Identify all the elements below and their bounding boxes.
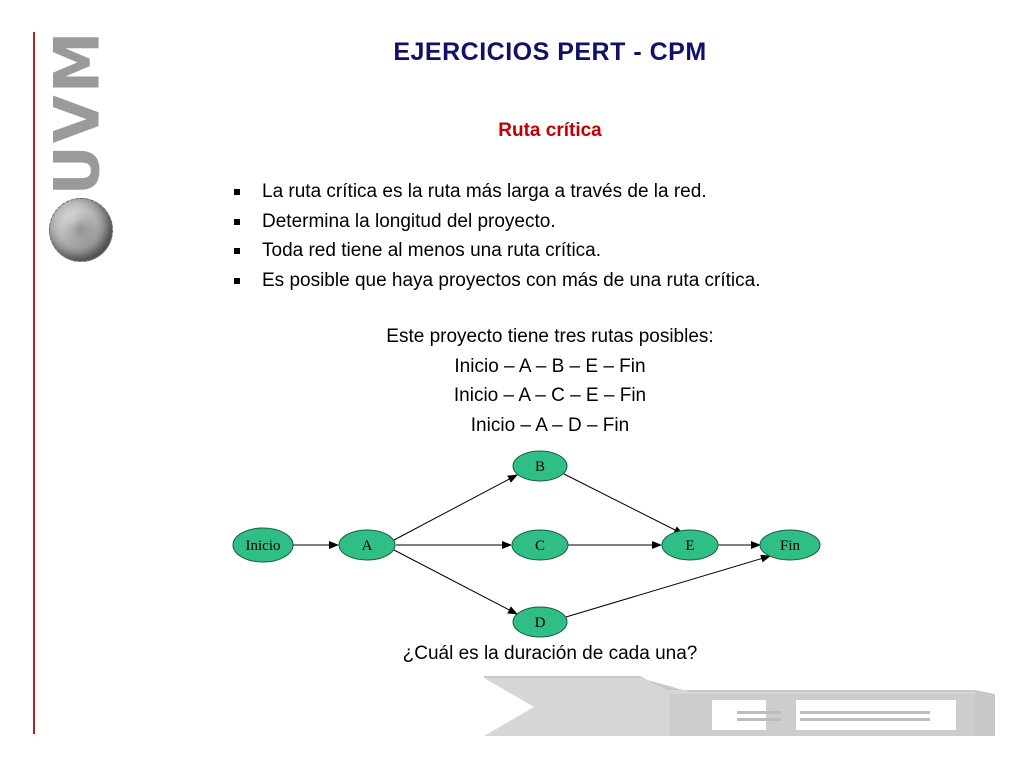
edge-a-d bbox=[393, 549, 518, 615]
node-c-label: C bbox=[535, 538, 545, 554]
node-e: E bbox=[661, 529, 719, 561]
node-fin: Fin bbox=[759, 529, 821, 561]
node-a: A bbox=[338, 529, 396, 561]
edge-b-e bbox=[563, 473, 684, 535]
node-b-label: B bbox=[535, 459, 545, 475]
node-fin-label: Fin bbox=[780, 538, 801, 554]
bullet-item: Toda red tiene al menos una ruta crítica… bbox=[232, 236, 761, 266]
bullet-item: La ruta crítica es la ruta más larga a t… bbox=[232, 177, 761, 207]
globe-icon bbox=[49, 198, 113, 262]
node-inicio: Inicio bbox=[232, 527, 294, 563]
route-item: Inicio – A – C – E – Fin bbox=[453, 385, 647, 406]
page-title: EJERCICIOS PERT - CPM bbox=[393, 38, 707, 66]
bullet-list: La ruta crítica es la ruta más larga a t… bbox=[232, 177, 761, 295]
node-b: B bbox=[512, 450, 568, 482]
routes-intro: Este proyecto tiene tres rutas posibles: bbox=[386, 326, 714, 347]
node-d-label: D bbox=[535, 615, 546, 631]
node-inicio-label: Inicio bbox=[246, 538, 281, 554]
node-d: D bbox=[512, 606, 568, 638]
node-e-label: E bbox=[685, 538, 694, 554]
sidebar-accent-line bbox=[33, 32, 35, 734]
route-item: Inicio – A – B – E – Fin bbox=[454, 355, 646, 377]
edge-a-b bbox=[393, 474, 518, 541]
closing-question: ¿Cuál es la duración de cada una? bbox=[402, 643, 698, 664]
node-a-label: A bbox=[362, 538, 373, 554]
bullet-item: Es posible que haya proyectos con más de… bbox=[232, 266, 761, 296]
routes-block: Este proyecto tiene tres rutas posibles:… bbox=[0, 322, 1024, 440]
section-subtitle: Ruta crítica bbox=[498, 120, 602, 141]
node-c: C bbox=[511, 529, 569, 561]
bullet-item: Determina la longitud del proyecto. bbox=[232, 207, 761, 237]
route-item: Inicio – A – D – Fin bbox=[470, 414, 630, 436]
edge-d-fin bbox=[565, 554, 771, 618]
